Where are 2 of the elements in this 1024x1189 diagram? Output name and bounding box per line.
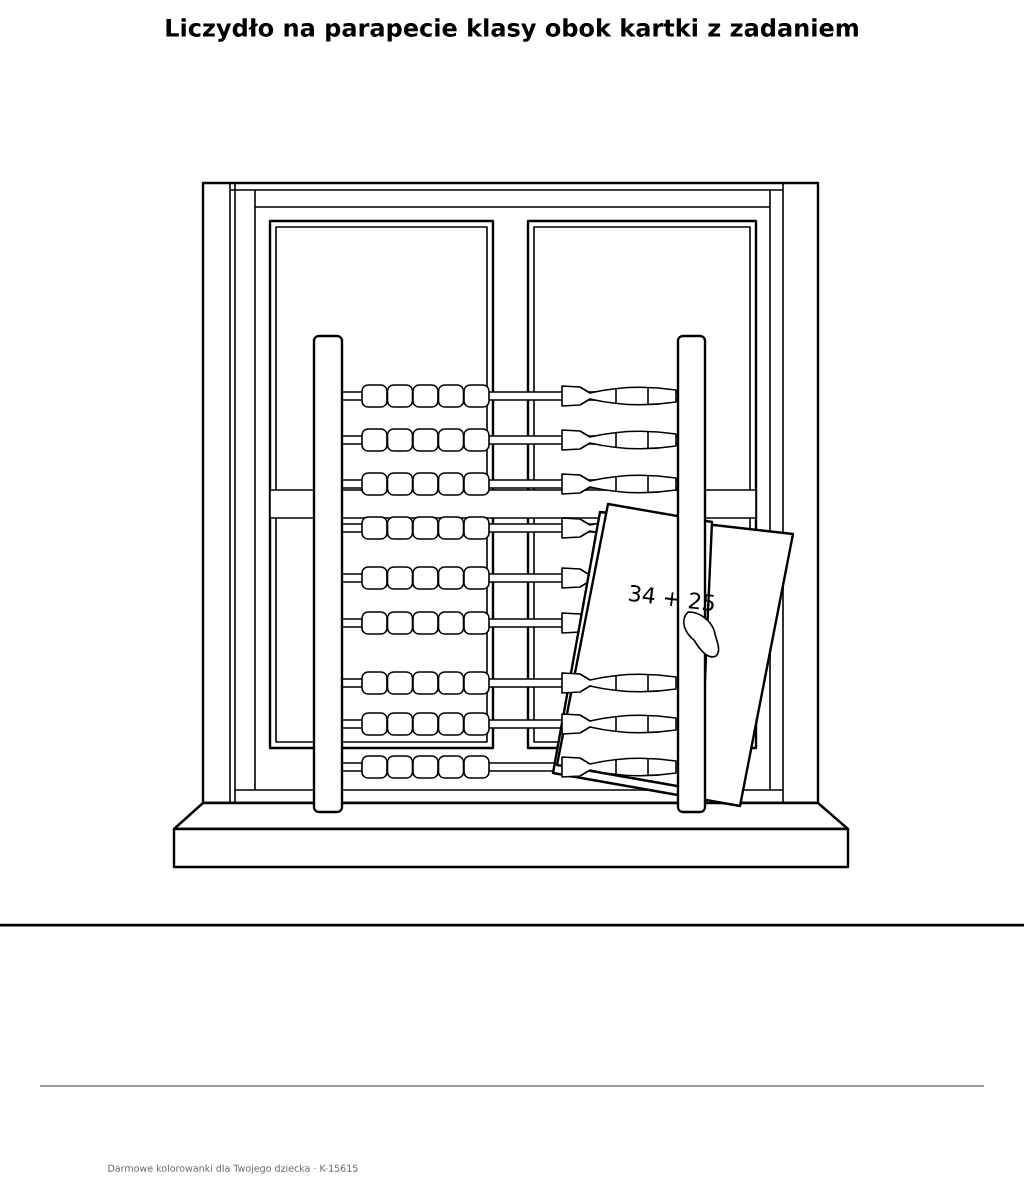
footer-note: Darmowe kolorowanki dla Twojego dziecka · K-15615 <box>108 1164 358 1174</box>
title: Liczydło na parapecie klasy obok kartki z zadaniem <box>166 18 858 42</box>
